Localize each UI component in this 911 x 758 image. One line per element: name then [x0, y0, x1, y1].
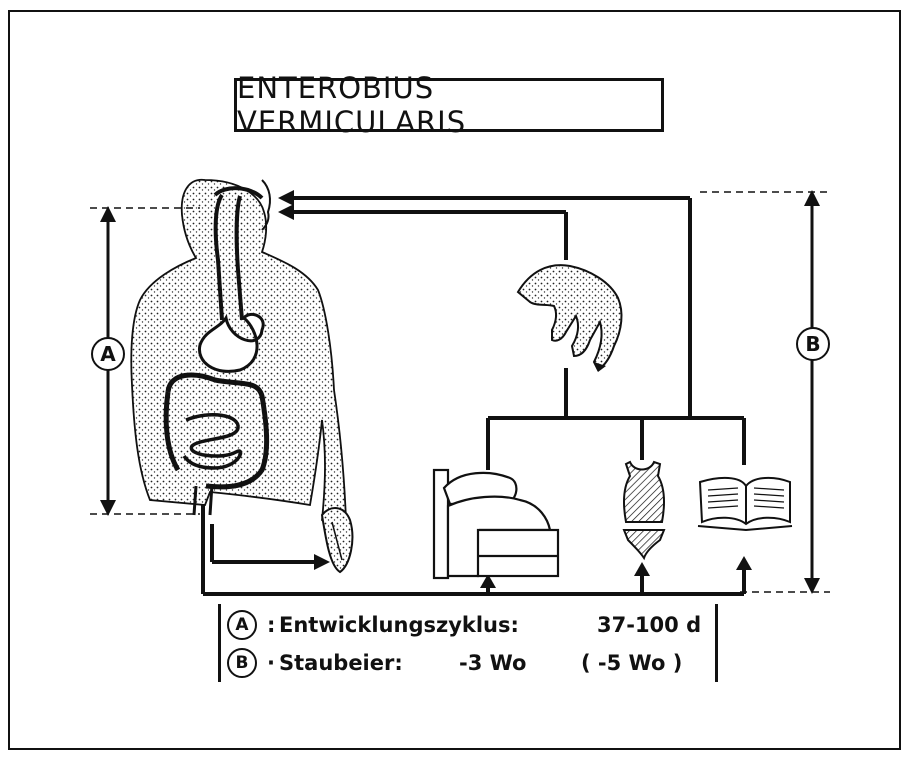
label-a-circle: A	[91, 337, 125, 371]
legend-b-value: -3 Wo	[459, 651, 526, 675]
legend-b-separator: ·	[267, 651, 275, 675]
legend-row-b: B · Staubeier: -3 Wo ( -5 Wo )	[227, 646, 715, 680]
legend-b-circle: B	[227, 648, 257, 678]
dimension-b	[700, 190, 830, 594]
legend-box: A : Entwicklungszyklus: 37-100 d B · Sta…	[218, 604, 718, 682]
legend-a-separator: :	[267, 613, 275, 637]
hand-icon	[518, 265, 621, 372]
bed-icon	[434, 470, 558, 578]
legend-b-value2: ( -5 Wo )	[581, 651, 682, 675]
legend-b-text: Staubeier:	[279, 651, 403, 675]
underwear-icon	[624, 462, 664, 558]
legend-a-value: 37-100 d	[597, 613, 701, 637]
legend-a-text: Entwicklungszyklus:	[279, 613, 519, 637]
human-body-icon	[131, 180, 352, 572]
label-b-circle: B	[796, 327, 830, 361]
legend-a-circle: A	[227, 610, 257, 640]
book-icon	[698, 478, 792, 530]
legend-row-a: A : Entwicklungszyklus: 37-100 d	[227, 608, 715, 642]
